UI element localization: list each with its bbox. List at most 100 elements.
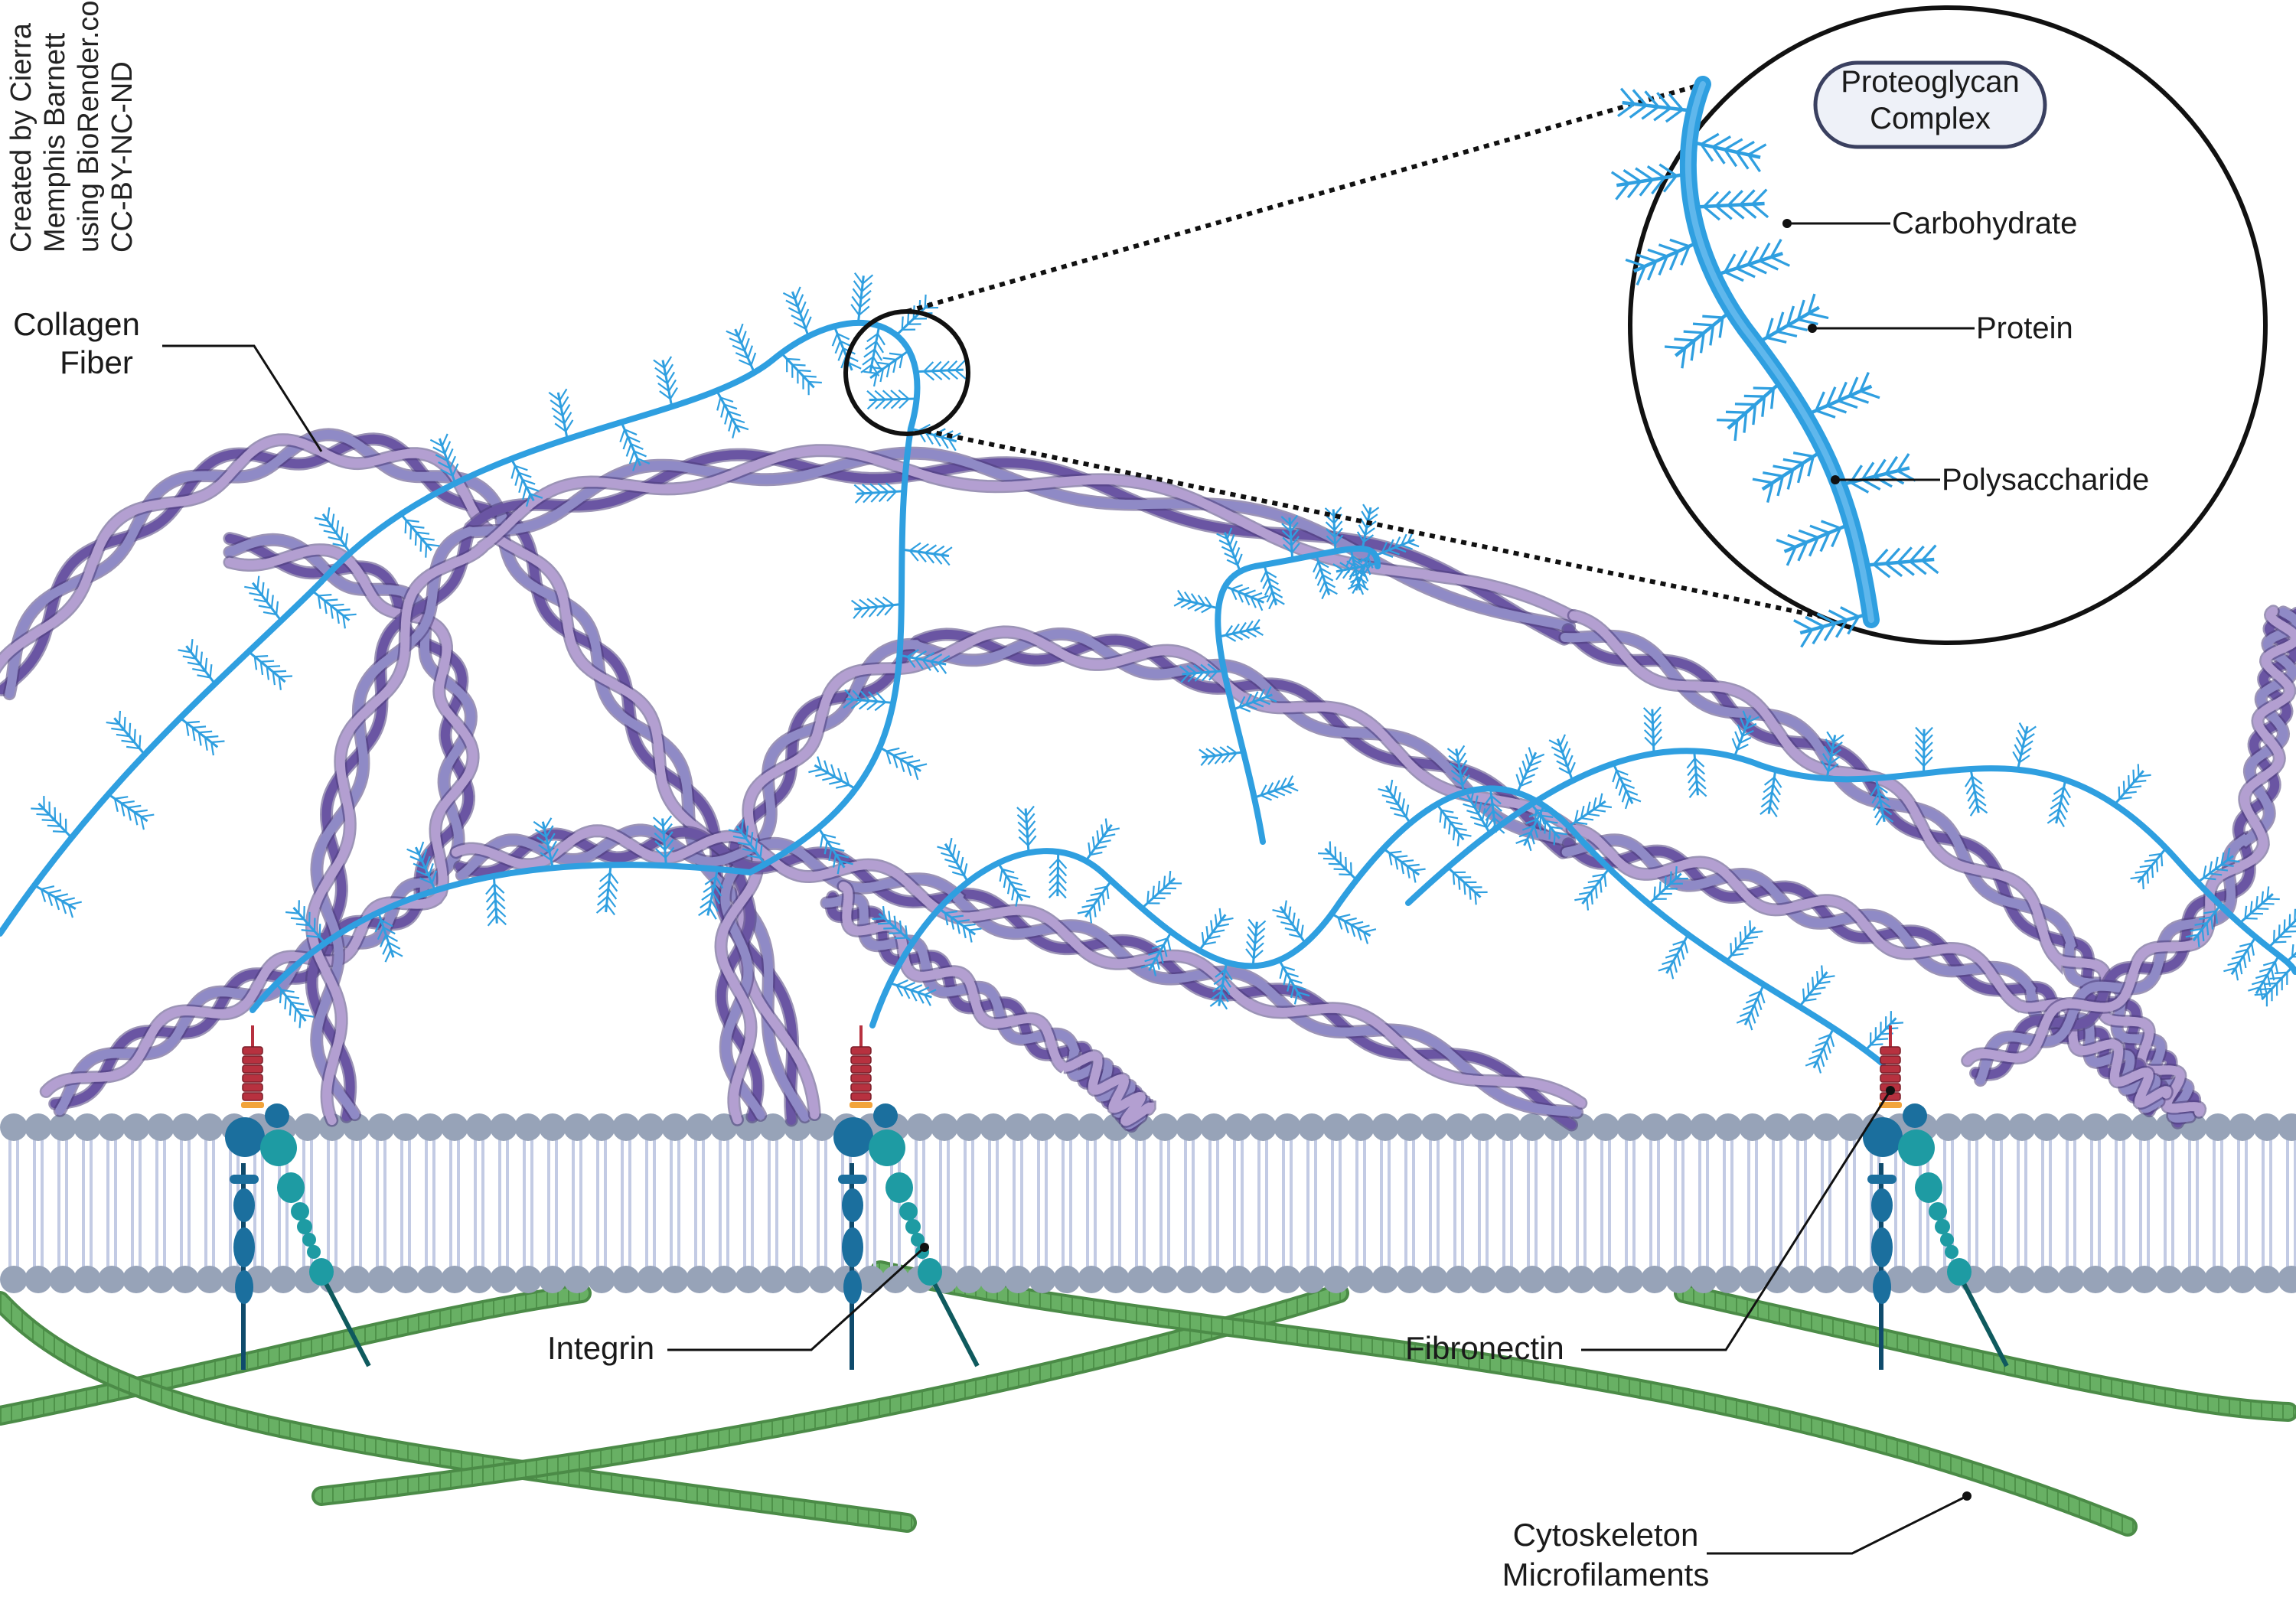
gag-twig xyxy=(902,987,911,999)
gag-twig xyxy=(2132,769,2135,782)
collagen-strand xyxy=(1567,824,2172,1108)
gag-twig xyxy=(1363,931,1369,944)
lipid-head xyxy=(0,1113,28,1141)
gag-twig xyxy=(955,850,960,863)
collagen-strand xyxy=(307,445,1578,1126)
gag-twig xyxy=(1334,527,1343,538)
gag-twig xyxy=(951,871,965,877)
gag-twig xyxy=(913,767,919,781)
gag-twig xyxy=(1485,814,1490,827)
gag-twig xyxy=(836,784,850,789)
gag-twig xyxy=(1362,504,1371,515)
gag-twig xyxy=(1636,253,1657,262)
gag-twig xyxy=(1225,624,1233,636)
glycosaminoglycan-branch xyxy=(915,360,967,381)
lipid-head xyxy=(1641,1113,1668,1141)
gag-twig xyxy=(870,491,882,503)
lipid-head xyxy=(269,1266,297,1293)
lipid-head xyxy=(735,1266,762,1293)
gag-twig xyxy=(608,880,618,892)
lipid-head xyxy=(1371,1113,1399,1141)
gag-twig xyxy=(1238,631,1251,639)
lipid-head xyxy=(661,1113,689,1141)
gag-twig xyxy=(1492,802,1502,812)
lipid-head xyxy=(490,1266,517,1293)
gag-twig xyxy=(1290,978,1303,984)
gag-twig xyxy=(930,654,943,663)
glycosaminoglycan-branch xyxy=(1280,514,1300,560)
gag-twig xyxy=(1322,574,1334,582)
gag-twig xyxy=(1388,539,1394,551)
integrin-beta-domain xyxy=(905,1219,921,1234)
gag-twig xyxy=(1770,388,1775,409)
gag-twig xyxy=(1267,792,1279,799)
gag-twig xyxy=(140,816,145,830)
glycosaminoglycan-branch xyxy=(1799,965,1835,1008)
gag-twig xyxy=(323,600,328,614)
gag-twig xyxy=(1216,533,1228,540)
gag-twig xyxy=(744,337,750,351)
actin-filament xyxy=(1677,1286,2295,1419)
gag-twig xyxy=(1681,347,1687,369)
integrin-alpha-leg xyxy=(235,1270,253,1304)
gag-twig xyxy=(654,832,665,843)
glycosaminoglycan-branch xyxy=(1459,789,1491,834)
proteoglycan-core-protein xyxy=(1405,748,2296,975)
gag-twig xyxy=(1626,181,1642,199)
gag-twig xyxy=(52,830,67,833)
gag-twig xyxy=(1574,897,1587,901)
gag-twig xyxy=(1746,246,1760,266)
gag-twig xyxy=(1574,810,1579,823)
gag-twig xyxy=(1401,544,1413,550)
lipid-head xyxy=(2106,1113,2134,1141)
gag-twig xyxy=(1207,755,1217,765)
gag-twig xyxy=(1745,936,1759,940)
gag-twig xyxy=(853,484,866,494)
gag-twig xyxy=(1057,865,1068,877)
gag-twig xyxy=(2060,800,2068,813)
gag-twig xyxy=(1760,806,1771,815)
gag-twig xyxy=(808,380,822,384)
collagen-strand xyxy=(716,627,1580,1125)
gag-twig xyxy=(1561,741,1569,754)
gag-twig xyxy=(1739,931,1742,944)
proteoglycan-label-box xyxy=(1813,60,2047,149)
gag-twig xyxy=(194,645,198,659)
gag-twig xyxy=(1610,171,1629,185)
gag-twig xyxy=(925,544,938,554)
gag-twig xyxy=(1093,905,1097,918)
gag-twig xyxy=(485,883,495,895)
gag-twig xyxy=(1592,873,1605,878)
gag-twig xyxy=(1258,699,1270,706)
gag-twig xyxy=(2203,910,2216,914)
gag-twig xyxy=(1590,892,1593,905)
gag-twig xyxy=(1624,797,1630,810)
gag-twig xyxy=(735,352,748,359)
lipid-tail xyxy=(547,1203,558,1274)
gag-twig xyxy=(925,552,935,564)
gag-twig xyxy=(737,323,744,337)
gag-twig xyxy=(732,425,737,438)
gag-twig xyxy=(1724,138,1743,151)
gag-twig xyxy=(1551,746,1564,754)
glycosaminoglycan-branch xyxy=(698,869,724,920)
gag-twig xyxy=(1049,859,1059,869)
gag-twig xyxy=(426,543,440,547)
gag-twig xyxy=(1884,455,1899,474)
gag-twig xyxy=(877,482,889,493)
gag-twig xyxy=(750,832,754,846)
glycosaminoglycan-branch xyxy=(1568,793,1613,828)
fibronectin-domain xyxy=(850,1083,872,1092)
gag-twig xyxy=(1744,722,1757,730)
gag-twig xyxy=(2250,943,2255,956)
gag-twig xyxy=(1658,966,1671,972)
gag-twig xyxy=(435,454,448,462)
gag-twig xyxy=(1826,1041,1831,1054)
gag-twig xyxy=(1317,560,1329,569)
gag-twig xyxy=(831,846,845,852)
gag-twig xyxy=(406,848,420,856)
lipid-head xyxy=(1322,1113,1350,1141)
lipid-tail xyxy=(1331,1203,1342,1274)
lipid-head xyxy=(1445,1113,1473,1141)
lipid-head xyxy=(1763,1266,1791,1293)
